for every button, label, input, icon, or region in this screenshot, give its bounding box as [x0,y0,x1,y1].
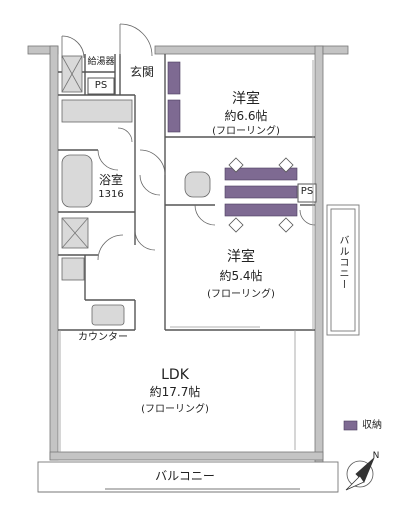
wall-top-right [154,45,324,55]
western-room-2-title: 洋室 [227,249,255,265]
ldk-title: LDK [161,367,189,383]
storage-4 [224,185,298,199]
western-room-2-floor: (フローリング) [207,289,275,300]
wall-top-right-ext [322,45,349,55]
wash-counter [61,99,133,123]
compass-icon [345,457,375,491]
ps-label-top: PS [94,80,108,91]
western-room-1-title: 洋室 [232,91,260,107]
bath-label: 浴室 [98,173,123,187]
storage-1 [167,61,181,95]
stove [61,257,85,281]
counter-label: カウンター [78,332,128,343]
wall-left [49,45,59,461]
wall-bottom [49,451,324,461]
water-heater-label: 給湯器 [87,57,115,67]
compass-north-label: N [372,451,380,461]
bath-size: 1316 [98,189,124,200]
kitchen-sink [91,304,125,326]
ldk-floor: (フローリング) [141,404,209,415]
entrance-label: 玄関 [129,65,154,79]
ps-box-right [297,183,317,203]
wall-right [314,45,324,463]
balcony-right-label: バルコニー [337,235,348,290]
toilet [184,171,211,198]
balcony-bottom-label: バルコニー [155,469,215,483]
storage-3 [224,167,298,181]
legend-label: 収納 [362,420,382,431]
storage-2 [167,99,181,133]
ldk-size: 約17.7帖 [149,385,201,399]
ps-box-top [87,77,115,95]
bathtub [61,154,93,208]
western-room-1-floor: (フローリング) [212,126,280,137]
ps-label-right: PS [300,186,314,197]
storage-5 [224,203,298,217]
western-room-1-size: 約6.6帖 [224,109,268,123]
legend-swatch [343,420,358,431]
western-room-2-size: 約5.4帖 [219,269,263,283]
